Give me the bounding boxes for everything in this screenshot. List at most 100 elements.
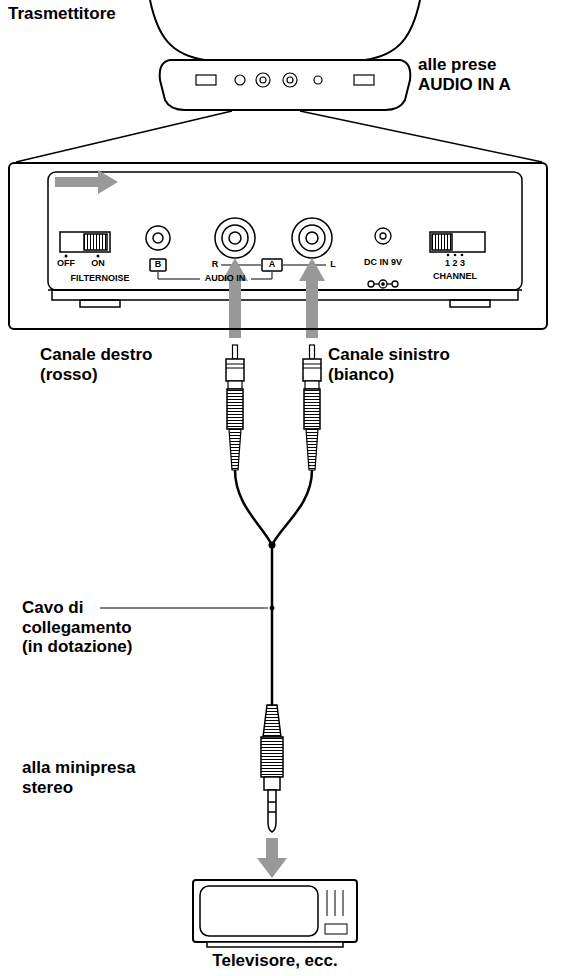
- noise-filter-switch: [84, 234, 107, 250]
- audio-in-a-jacks: [299, 225, 325, 251]
- dc-in-jack: [380, 233, 386, 239]
- audio-in-a-jacks: [215, 218, 255, 258]
- tv-control: [325, 924, 347, 934]
- transmitter-rear-jacks: [287, 77, 293, 83]
- stereo-mini-plug: [268, 801, 276, 803]
- stereo-mini-plug: [261, 737, 283, 777]
- insert-arrows: [299, 258, 325, 338]
- jack-bracket-lines: [251, 272, 272, 279]
- dc-in-jack: [387, 283, 392, 284]
- jack-label: DC IN 9V: [364, 258, 402, 268]
- callout-text: Canale destro (rosso): [40, 345, 170, 384]
- leader-line: [100, 608, 268, 609]
- dc-in-jack: [392, 281, 398, 287]
- leader-line: [100, 606, 274, 610]
- channel-switch: [454, 254, 457, 257]
- cable: [235, 470, 272, 545]
- switch-label: FILTERNOISE: [71, 274, 130, 284]
- dc-in-jack: [379, 280, 387, 288]
- noise-filter-switch: [60, 232, 110, 258]
- switch-label: OFF: [57, 259, 75, 269]
- jack-label: L: [330, 260, 336, 270]
- dc-in-jack: [375, 228, 391, 244]
- audio-in-b-jack: [150, 259, 166, 271]
- transmitter-rear-jacks: [314, 76, 322, 84]
- stereo-mini-plug: [261, 705, 283, 832]
- jack-label: A: [269, 260, 276, 270]
- stereo-mini-plug: [264, 777, 280, 790]
- dc-in-jack: [374, 283, 379, 284]
- part-name: Trasmettitore: [8, 4, 138, 24]
- transmitter-body: [160, 60, 411, 110]
- transmitter-body: [365, 0, 420, 60]
- cable: [235, 470, 312, 705]
- panel-face: [80, 300, 120, 307]
- callout-lines: [16, 111, 542, 162]
- device-name: Televisore, ecc.: [185, 951, 365, 971]
- audio-in-a-jacks: [292, 218, 332, 258]
- tv-cabinet: [193, 880, 357, 942]
- tv-screen: [200, 886, 318, 936]
- transmitter-rear-jacks: [235, 75, 245, 85]
- callout-lines: [300, 111, 542, 162]
- transmitter-rear-jacks: [196, 75, 216, 85]
- callout-text: alla minipresa stereo: [22, 758, 152, 797]
- stereo-mini-plug: [268, 811, 276, 813]
- channel-switch: [461, 254, 464, 257]
- channel-switch: [430, 232, 485, 252]
- transmitter-rear-jacks: [196, 73, 374, 87]
- insert-arrows: [222, 258, 325, 338]
- callout-text: alle prese AUDIO IN A: [418, 55, 543, 94]
- panel-face: [48, 172, 522, 290]
- transmitter-rear-jacks: [354, 75, 374, 85]
- television-outline: [185, 876, 365, 950]
- stereo-mini-plug: [263, 705, 281, 737]
- noise-filter-switch: [97, 255, 100, 258]
- slide-arrow: [55, 170, 118, 194]
- jack-bracket-lines: [221, 265, 261, 266]
- insert-arrows: [222, 258, 248, 338]
- callout-text: Canale sinistro (bianco): [328, 345, 468, 384]
- panel-face: [48, 172, 522, 307]
- rca-plugs: [226, 345, 244, 470]
- jack-label: AUDIO IN: [205, 274, 246, 284]
- audio-in-b-jack: [153, 233, 163, 243]
- audio-in-a-jacks: [222, 225, 248, 251]
- noise-filter-switch: [65, 255, 68, 258]
- audio-in-b-jack: [146, 226, 170, 250]
- plug-in-arrow: [257, 838, 287, 878]
- switch-label: CHANNEL: [433, 272, 477, 282]
- rca-plugs: [303, 345, 321, 470]
- channel-switch: [432, 234, 452, 250]
- control-panel: OFF ON FILTERNOISE B R A L AUDIO IN DC IN 9V 1 2 …: [8, 162, 548, 330]
- rca-plugs: [226, 345, 321, 470]
- jack-bracket-lines: [283, 265, 326, 266]
- noise-filter-switch: [60, 232, 110, 252]
- part-name: Cavo di collegamento (in dotazione): [22, 598, 152, 657]
- tv-stand: [207, 942, 343, 947]
- transmitter-rear-jacks: [256, 73, 270, 87]
- tv-control: [343, 890, 344, 916]
- jack-label: R: [212, 260, 219, 270]
- transmitter-rear-jacks: [283, 73, 297, 87]
- audio-in-a-jacks: [306, 232, 318, 244]
- channel-switch: [447, 254, 450, 257]
- jack-label: B: [155, 260, 162, 270]
- cable: [272, 470, 312, 545]
- audio-in-a-jacks: [262, 259, 282, 271]
- transmitter-rear-jacks: [260, 77, 266, 83]
- callout-lines: [16, 111, 232, 162]
- dc-in-jack: [368, 281, 374, 287]
- transmitter-body: [150, 0, 205, 60]
- cable-junction: [269, 542, 276, 549]
- jack-bracket-lines: [158, 272, 200, 279]
- switch-label: 1 2 3: [445, 259, 465, 269]
- transmitter-body: [150, 0, 420, 110]
- dc-in-jack: [382, 283, 384, 285]
- tv-control: [335, 890, 336, 916]
- leader-line: [270, 606, 274, 610]
- switch-label: ON: [91, 259, 105, 269]
- panel-face: [450, 300, 490, 307]
